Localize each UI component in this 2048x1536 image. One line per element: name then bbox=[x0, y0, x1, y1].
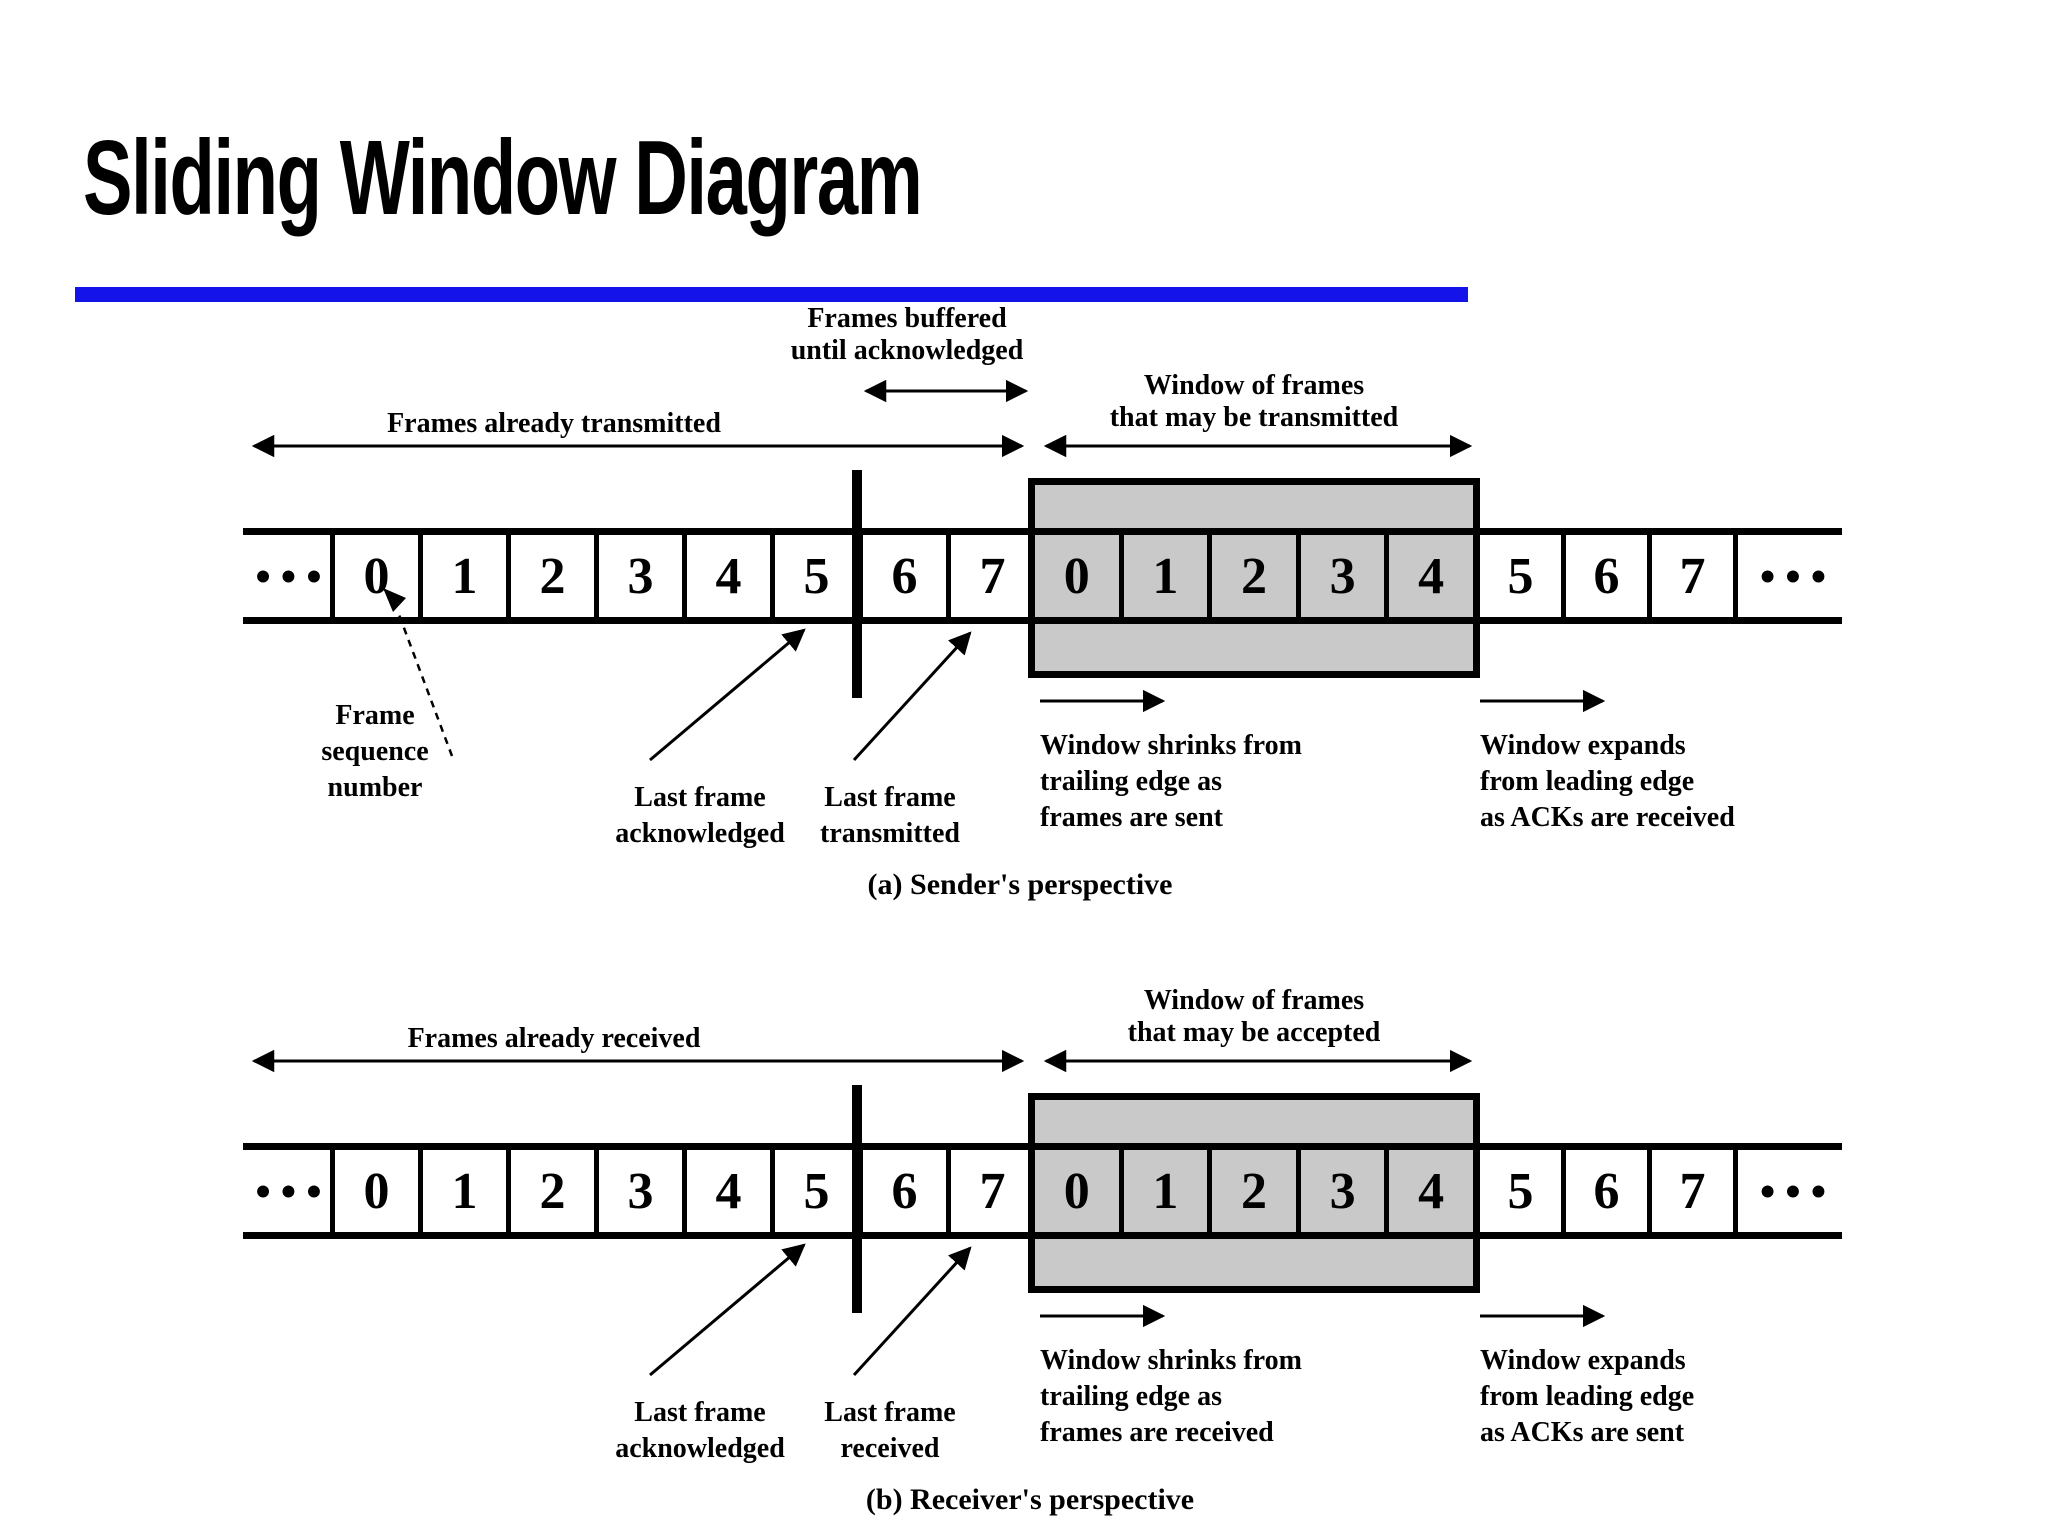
label-frame-sequence-number: Frame sequence number bbox=[321, 700, 429, 803]
frame-cell: 7 bbox=[1647, 535, 1738, 617]
ellipsis-right-a: ••• bbox=[1759, 551, 1837, 601]
label-last-frame-acknowledged-a: Last frame acknowledged bbox=[615, 782, 785, 849]
frame-cell: 3 bbox=[1295, 535, 1385, 617]
frame-cell: 1 bbox=[418, 1150, 506, 1232]
sender-window-box bbox=[1028, 478, 1480, 678]
frame-cell: 3 bbox=[594, 535, 682, 617]
frame-cell: 6 bbox=[1561, 535, 1647, 617]
title-underline bbox=[75, 287, 1468, 302]
last-transmitted-pointer-arrow bbox=[852, 631, 972, 762]
frame-cell: 0 bbox=[1063, 1162, 1090, 1220]
strip-top-line-b bbox=[243, 1143, 1842, 1150]
label-last-frame-acknowledged-b: Last frame acknowledged bbox=[615, 1397, 785, 1464]
frame-cell: 1 bbox=[418, 535, 506, 617]
label-window-may-accept: Window of frames that may be accepted bbox=[1127, 985, 1381, 1048]
label-window-shrinks-b: Window shrinks from trailing edge as fra… bbox=[1040, 1345, 1302, 1448]
frame-cell: 4 bbox=[682, 535, 770, 617]
frame-cell: 4 bbox=[1384, 535, 1473, 617]
frame-cell: 2 bbox=[1207, 1150, 1296, 1232]
label-window-may-transmit: Window of frames that may be transmitted bbox=[1109, 370, 1399, 433]
frame-cell: 1 bbox=[1118, 535, 1208, 617]
receiver-window-box bbox=[1028, 1093, 1480, 1293]
label-frames-already-transmitted: Frames already transmitted bbox=[387, 408, 721, 439]
ellipsis-right-b: ••• bbox=[1759, 1166, 1837, 1216]
label-window-expands-a: Window expands from leading edge as ACKs… bbox=[1480, 730, 1735, 833]
last-received-pointer-arrow bbox=[852, 1246, 972, 1377]
frame-cell: 7 bbox=[946, 535, 1034, 617]
frame-cell: 5 bbox=[770, 1150, 858, 1232]
frame-cell: 0 bbox=[1063, 547, 1090, 605]
frame-cell: 7 bbox=[946, 1150, 1034, 1232]
frame-cell: 7 bbox=[1647, 1150, 1738, 1232]
label-frames-buffered: Frames buffered until acknowledged bbox=[790, 303, 1024, 366]
frame-cell: 3 bbox=[1295, 1150, 1385, 1232]
frame-cell: 1 bbox=[1118, 1150, 1208, 1232]
page-title: Sliding Window Diagram bbox=[83, 119, 923, 237]
frame-cell: 2 bbox=[1207, 535, 1296, 617]
strip-top-line-a bbox=[243, 528, 1842, 535]
strip-bottom-line-a bbox=[243, 617, 1842, 624]
frame-cell: 6 bbox=[1561, 1150, 1647, 1232]
frame-cell: 4 bbox=[1384, 1150, 1473, 1232]
strip-bottom-line-b bbox=[243, 1232, 1842, 1239]
label-window-shrinks-a: Window shrinks from trailing edge as fra… bbox=[1040, 730, 1302, 833]
last-ack-separator-bar-b bbox=[852, 1085, 862, 1313]
frame-cell: 2 bbox=[506, 535, 594, 617]
ellipsis-left-a: ••• bbox=[255, 551, 332, 601]
caption-receiver-perspective: (b) Receiver's perspective bbox=[865, 1483, 1195, 1516]
frame-cell: 2 bbox=[506, 1150, 594, 1232]
frame-cell: 0 bbox=[330, 1150, 418, 1232]
label-last-frame-transmitted: Last frame transmitted bbox=[820, 782, 960, 849]
last-ack-pointer-arrow-a bbox=[649, 628, 806, 762]
ellipsis-left-b: ••• bbox=[255, 1166, 332, 1216]
frame-cell: 3 bbox=[594, 1150, 682, 1232]
frame-cell: 0 bbox=[330, 535, 418, 617]
frame-cell: 5 bbox=[1507, 547, 1534, 605]
frame-cell: 5 bbox=[1507, 1162, 1534, 1220]
label-window-expands-b: Window expands from leading edge as ACKs… bbox=[1480, 1345, 1695, 1448]
caption-sender-perspective: (a) Sender's perspective bbox=[867, 868, 1173, 901]
label-last-frame-received: Last frame received bbox=[824, 1397, 956, 1464]
label-frames-already-received: Frames already received bbox=[407, 1023, 701, 1054]
frame-cell: 6 bbox=[858, 535, 946, 617]
frame-cell: 5 bbox=[770, 535, 858, 617]
frame-cell: 4 bbox=[682, 1150, 770, 1232]
last-ack-separator-bar-a bbox=[852, 470, 862, 698]
last-ack-pointer-arrow-b bbox=[649, 1243, 806, 1377]
frame-cell: 6 bbox=[858, 1150, 946, 1232]
